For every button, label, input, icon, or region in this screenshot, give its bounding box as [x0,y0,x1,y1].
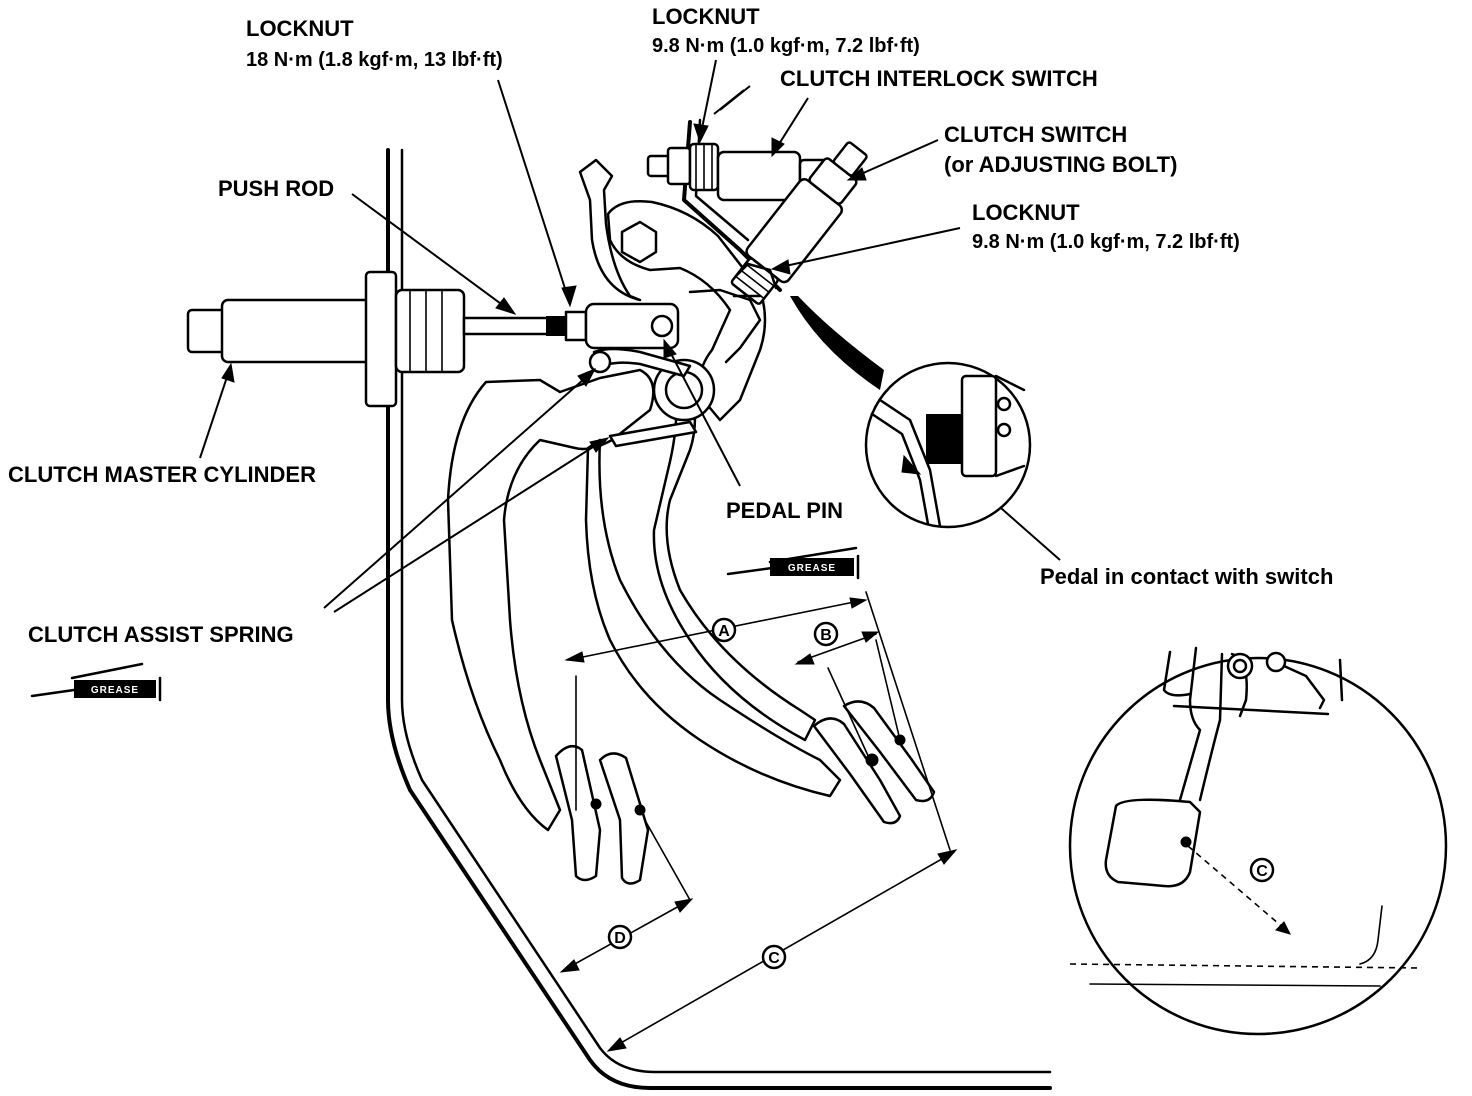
dimension-mark-c-detail: C [1256,863,1268,880]
label-adjusting-bolt: (or ADJUSTING BOLT) [944,152,1177,177]
labels: LOCKNUT 18 N·m (1.8 kgf·m, 13 lbf·ft) LO… [8,4,1333,647]
label-locknut-push-rod: LOCKNUT [246,16,354,41]
label-locknut-switch-torque: 9.8 N·m (1.0 kgf·m, 7.2 lbf·ft) [972,231,1240,253]
label-locknut-interlock-torque: 9.8 N·m (1.0 kgf·m, 7.2 lbf·ft) [652,35,920,57]
label-clutch-interlock-switch: CLUTCH INTERLOCK SWITCH [780,66,1098,91]
label-clutch-assist-spring: CLUTCH ASSIST SPRING [28,622,294,647]
grease-gun-icon: GREASE [726,546,860,580]
label-locknut-switch: LOCKNUT [972,200,1080,225]
clutch-switch [730,141,868,305]
switch-contact-detail [864,361,1032,529]
label-clutch-master-cylinder: CLUTCH MASTER CYLINDER [8,462,316,487]
clutch-pedal-arm [446,368,655,832]
dimension-markers: A B C D [607,617,839,970]
dimension-mark-b: B [820,627,832,644]
clutch-assist-spring [588,347,698,448]
grease-label-assist-spring: GREASE [91,685,139,696]
clutch-master-cylinder [186,270,466,408]
label-locknut-interlock: LOCKNUT [652,4,760,29]
pedal-height-detail: C [1068,646,1448,1036]
brake-pedal-pads [812,700,936,825]
clutch-pedal-pads [554,744,650,885]
label-locknut-push-rod-torque: 18 N·m (1.8 kgf·m, 13 lbf·ft) [246,49,503,71]
brake-pedal-arm [584,378,842,798]
dimension-mark-c: C [768,950,780,967]
clevis [584,302,680,350]
dimension-mark-a: A [718,623,730,640]
label-pedal-contact: Pedal in contact with switch [1040,564,1333,589]
pedal-bracket [578,158,767,422]
label-clutch-switch: CLUTCH SWITCH [944,122,1127,147]
grease-label-pedal-pin: GREASE [788,563,836,574]
push-rod [462,310,588,342]
label-push-rod: PUSH ROD [218,176,334,201]
grease-gun-icon: GREASE [30,662,162,702]
firewall-floor [386,148,1052,1090]
dimension-mark-d: D [614,930,626,947]
label-pedal-pin: PEDAL PIN [726,498,843,523]
